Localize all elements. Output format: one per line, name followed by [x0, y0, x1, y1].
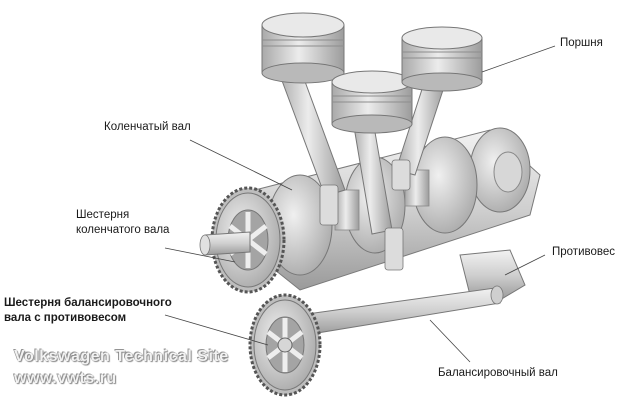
connecting-rods [277, 67, 446, 271]
leader-crankshaft [189, 139, 293, 191]
leader-pistons [481, 45, 556, 73]
label-crank-gear-1: Шестерня [76, 209, 130, 221]
label-counterweight: Противовес [552, 246, 615, 258]
leader-balance-shaft [429, 319, 471, 363]
label-pistons: Поршня [560, 37, 603, 49]
piston-middle [331, 70, 413, 134]
balance-shaft-shape [299, 285, 504, 336]
piston-left [261, 12, 345, 84]
label-balance-gear-2: вала с противовесом [4, 312, 127, 324]
balance-shaft-gear [248, 293, 322, 397]
leader-lines [164, 45, 556, 363]
leader-balance-gear [164, 314, 269, 346]
crankshaft-gear [199, 186, 286, 294]
piston-right [401, 26, 483, 92]
label-balance-gear-1: Шестерня балансировочного [4, 297, 172, 309]
label-crank-gear-2: коленчатого вала [76, 224, 170, 236]
watermark-line1: Volkswagen Technical Site [14, 348, 229, 365]
watermark-line2: www.vwts.ru [14, 370, 117, 387]
label-crankshaft: Коленчатый вал [104, 121, 191, 133]
leader-counterweight [504, 254, 546, 276]
label-balance-shaft: Балансировочный вал [438, 367, 558, 379]
leader-crank-gear [164, 247, 236, 263]
counterweight-shape [459, 249, 526, 301]
